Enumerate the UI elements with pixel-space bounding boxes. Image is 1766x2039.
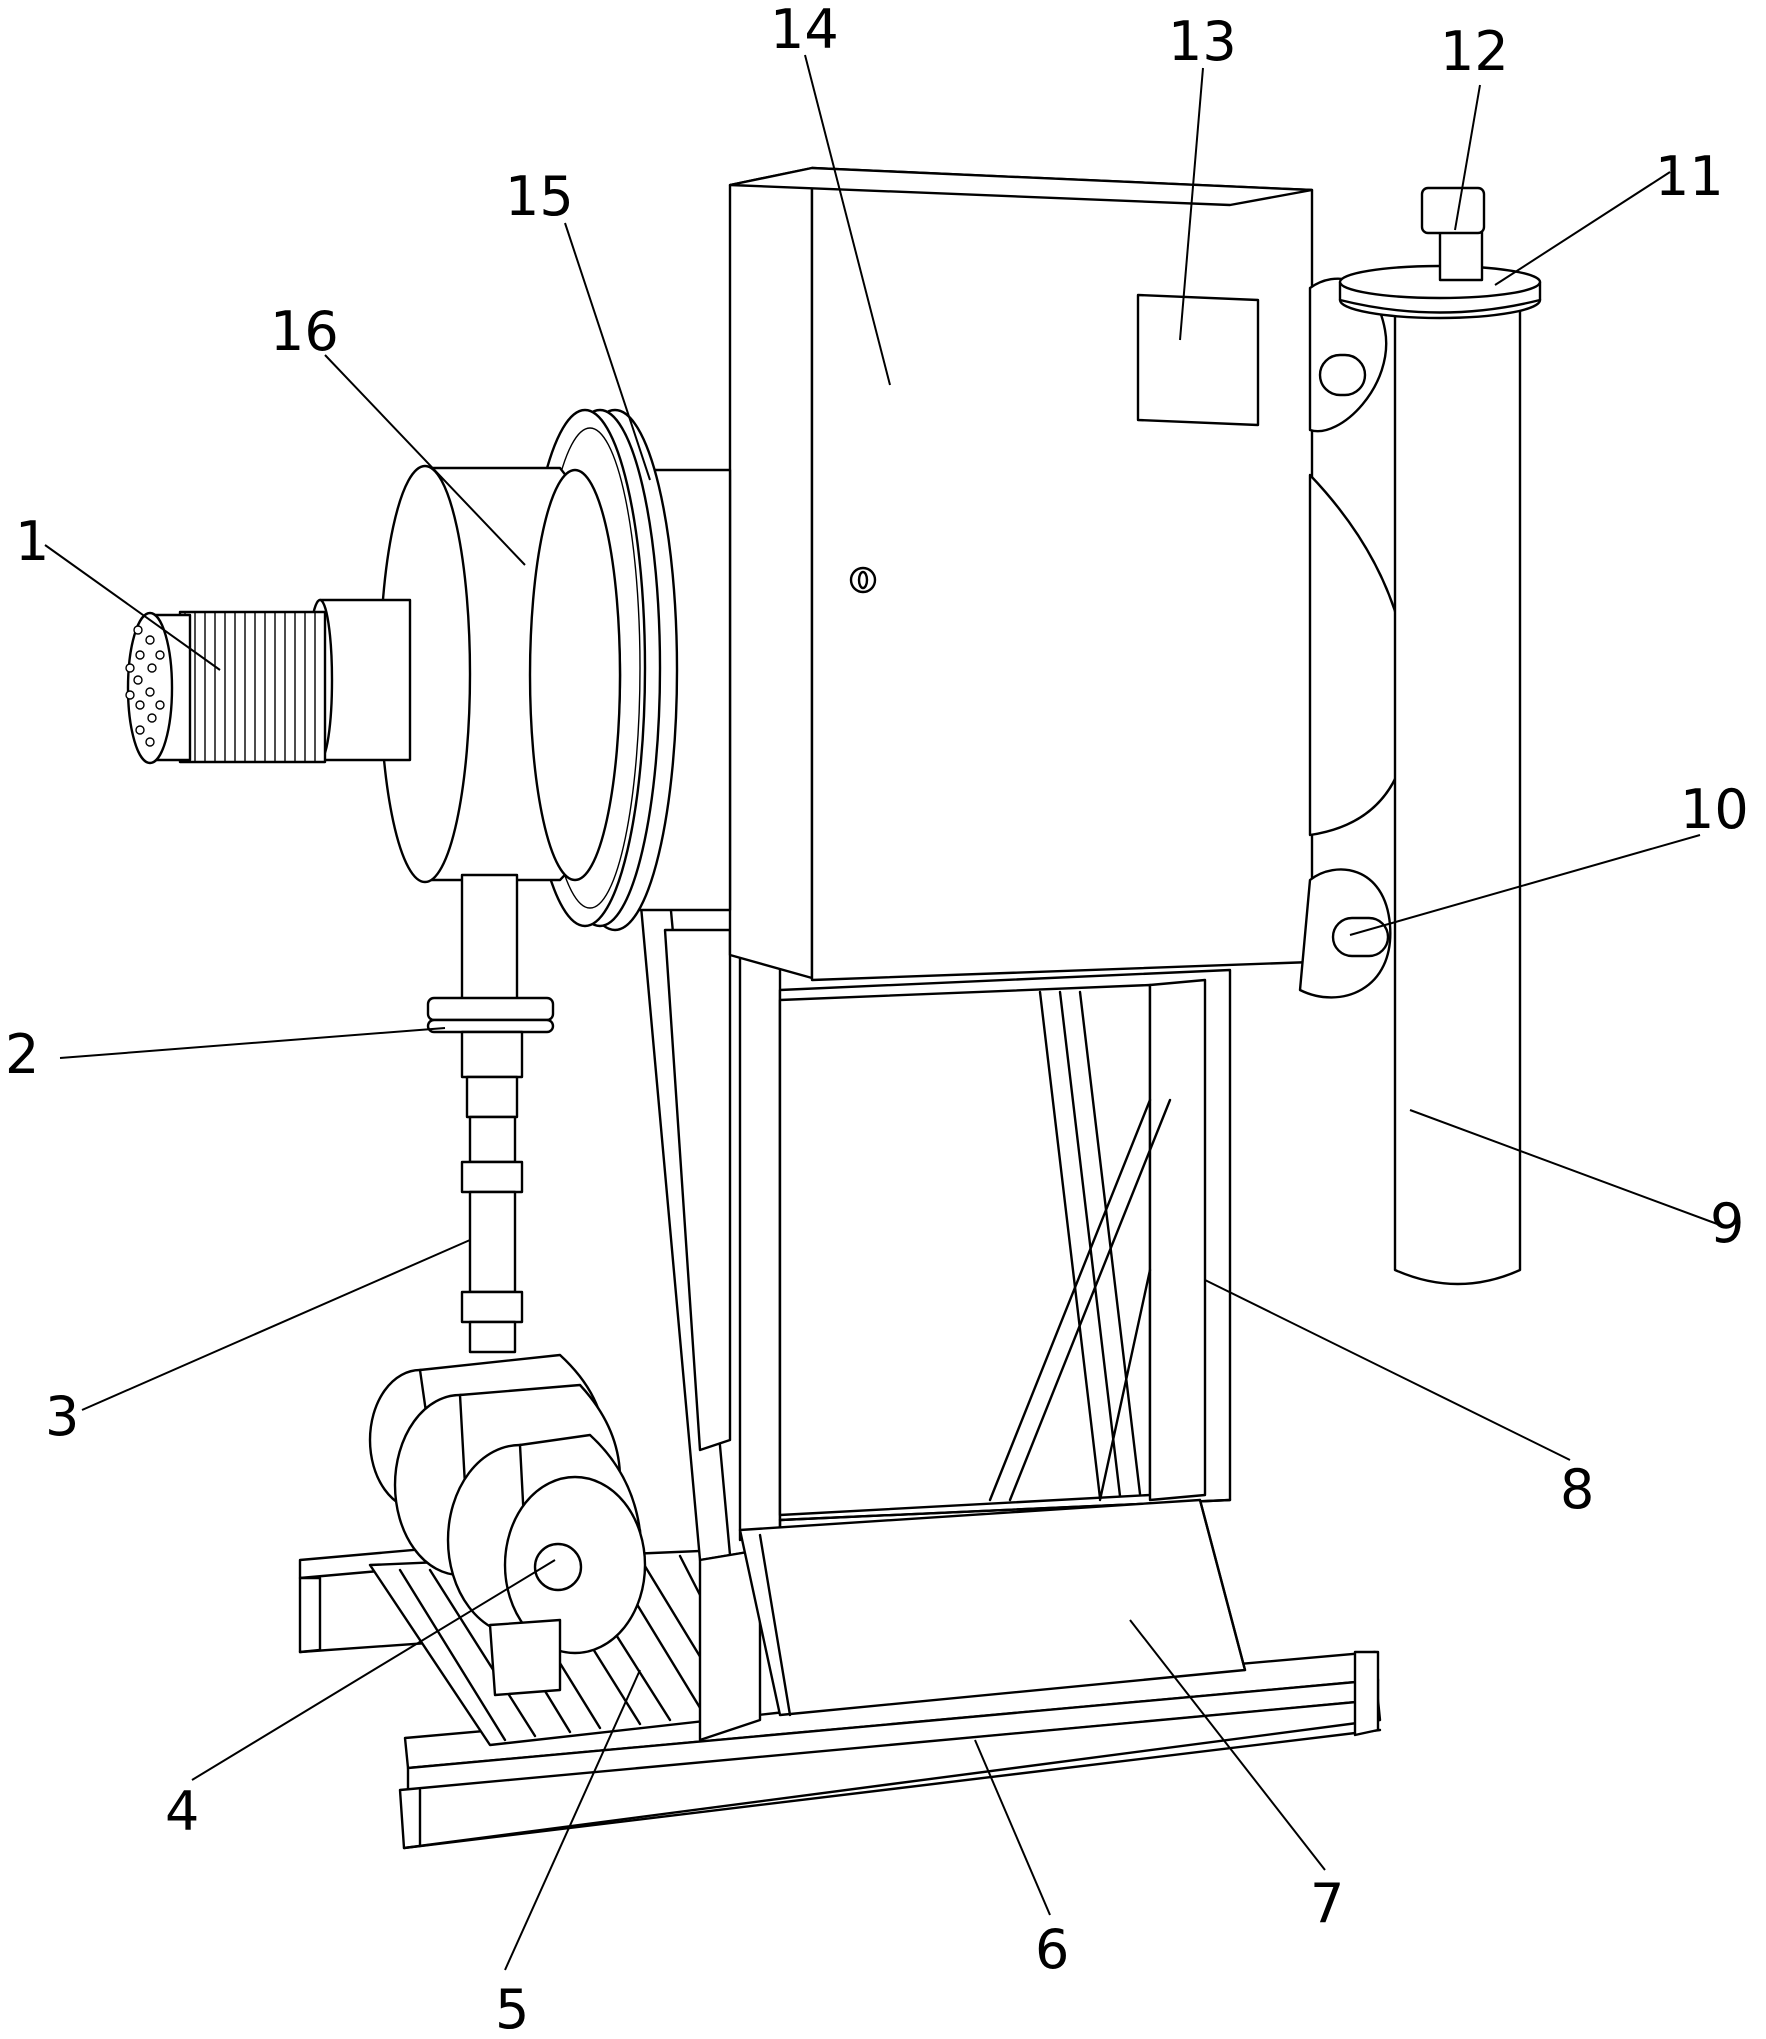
main-drum-housing	[378, 464, 622, 884]
callout-labels: 1 2 3 4 5 6 7 8 9 10 11 12 13 14 15 16	[5, 0, 1749, 2039]
callout-6: 6	[1035, 1918, 1069, 1981]
motor-shaft-assembly	[125, 598, 412, 765]
callout-8: 8	[1560, 1458, 1594, 1521]
callout-2: 2	[5, 1023, 39, 1086]
drive-shaft	[426, 873, 555, 1354]
vertical-pipe	[1393, 303, 1522, 1286]
callout-11: 11	[1655, 145, 1724, 208]
leader-lines	[44, 54, 1721, 1971]
perforated-end	[125, 625, 165, 747]
side-drum	[1298, 277, 1412, 999]
callout-10: 10	[1680, 778, 1749, 841]
top-valve	[1420, 186, 1486, 282]
callout-9: 9	[1710, 1192, 1744, 1255]
callout-15: 15	[505, 165, 574, 228]
callout-12: 12	[1440, 20, 1509, 83]
top-flange	[1338, 264, 1542, 320]
motor-fins	[184, 612, 316, 762]
callout-4: 4	[165, 1780, 199, 1843]
callout-7: 7	[1310, 1872, 1344, 1935]
support-frame	[638, 893, 1232, 1742]
callout-1: 1	[15, 510, 49, 573]
callout-13: 13	[1168, 10, 1237, 73]
control-cabinet	[728, 166, 1314, 982]
callout-14: 14	[770, 0, 839, 61]
callout-3: 3	[45, 1385, 79, 1448]
base-plate	[738, 1498, 1247, 1717]
gear-motor	[368, 1353, 647, 1697]
callout-16: 16	[270, 300, 339, 363]
callout-5: 5	[495, 1978, 529, 2039]
